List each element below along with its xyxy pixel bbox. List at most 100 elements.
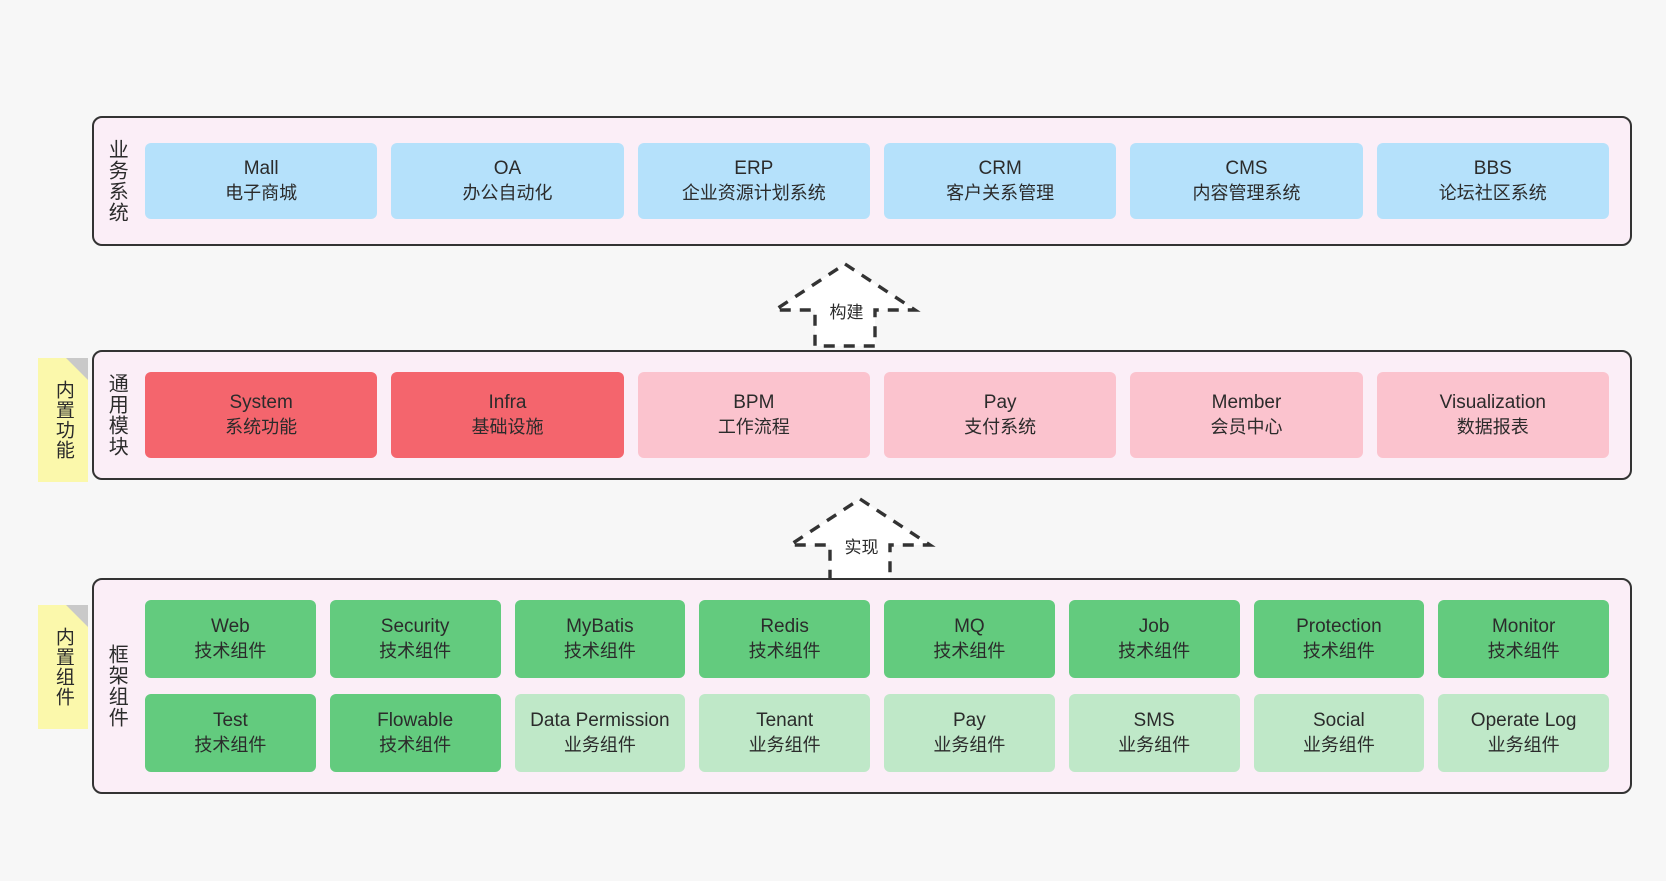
card-cms-name: CMS (1225, 158, 1268, 180)
card-mall-desc: 电子商城 (225, 182, 298, 203)
card-protection-name: Protection (1296, 616, 1382, 638)
card-social-name: Social (1313, 710, 1365, 732)
card-bbs-desc: 论坛社区系统 (1438, 182, 1547, 203)
card-sms-desc: 业务组件 (1118, 734, 1191, 755)
card-test-name: Test (212, 710, 248, 732)
card-mall[interactable]: Mall 电子商城 (145, 143, 378, 219)
card-system[interactable]: System 系统功能 (145, 372, 378, 458)
card-visualization-desc: 数据报表 (1456, 416, 1529, 437)
note-builtin-components: 内置组件 (38, 605, 88, 729)
card-crm[interactable]: CRM 客户关系管理 (883, 143, 1117, 219)
card-erp[interactable]: ERP 企业资源计划系统 (637, 143, 870, 219)
card-redis-desc: 技术组件 (748, 640, 821, 661)
card-visualization[interactable]: Visualization 数据报表 (1376, 372, 1609, 458)
card-mq[interactable]: MQ 技术组件 (884, 600, 1055, 678)
card-protection-desc: 技术组件 (1302, 640, 1375, 661)
card-security[interactable]: Security 技术组件 (329, 600, 501, 678)
card-redis[interactable]: Redis 技术组件 (699, 600, 870, 678)
layer-body-business-system: Mall 电子商城 OA 办公自动化 ERP 企业资源计划系统 CRM 客户关系… (138, 118, 1630, 244)
card-oa-desc: 办公自动化 (462, 182, 553, 203)
card-monitor[interactable]: Monitor 技术组件 (1438, 600, 1609, 678)
card-flowable-name: Flowable (377, 710, 454, 732)
card-job[interactable]: Job 技术组件 (1068, 600, 1240, 678)
card-security-desc: 技术组件 (379, 640, 452, 661)
card-job-name: Job (1138, 616, 1170, 638)
card-mybatis-desc: 技术组件 (563, 640, 636, 661)
card-data-permission[interactable]: Data Permission 业务组件 (514, 694, 686, 772)
layer-business-system: 业务系统 Mall 电子商城 OA 办公自动化 ERP 企业资源计划系统 CRM… (92, 116, 1632, 246)
card-monitor-name: Monitor (1491, 616, 1556, 638)
card-member-name: Member (1211, 392, 1282, 414)
card-infra[interactable]: Infra 基础设施 (391, 372, 624, 458)
card-social-desc: 业务组件 (1302, 734, 1375, 755)
arrow-implement-label: 实现 (844, 538, 879, 557)
arrow-build-label: 构建 (829, 303, 864, 322)
card-mq-name: MQ (954, 616, 985, 638)
card-operate-log-desc: 业务组件 (1487, 734, 1560, 755)
card-sms[interactable]: SMS 业务组件 (1068, 694, 1240, 772)
card-oa[interactable]: OA 办公自动化 (391, 143, 624, 219)
card-erp-name: ERP (734, 158, 774, 180)
card-bpm-name: BPM (733, 392, 775, 414)
card-infra-desc: 基础设施 (471, 416, 544, 437)
card-operate-log-name: Operate Log (1470, 710, 1577, 732)
layer-title-framework-component: 框架组件 (105, 644, 128, 728)
card-web[interactable]: Web 技术组件 (145, 600, 316, 678)
arrow-implement: 实现 (772, 496, 948, 583)
card-pay-component-name: Pay (953, 710, 986, 732)
card-monitor-desc: 技术组件 (1487, 640, 1560, 661)
framework-row-technical: Web 技术组件 Security 技术组件 MyBatis 技术组件 Redi… (138, 600, 1616, 678)
card-tenant-name: Tenant (756, 710, 814, 732)
card-visualization-name: Visualization (1439, 392, 1546, 414)
card-bpm[interactable]: BPM 工作流程 (637, 372, 870, 458)
layer-framework-component: 框架组件 Web 技术组件 Security 技术组件 MyBatis 技术组件… (92, 578, 1632, 794)
layer-title-common-module: 通用模块 (105, 373, 128, 457)
card-cms-desc: 内容管理系统 (1192, 182, 1301, 203)
card-redis-name: Redis (760, 616, 809, 638)
card-tenant-desc: 业务组件 (748, 734, 821, 755)
card-system-name: System (229, 392, 293, 414)
card-pay-module-name: Pay (983, 392, 1017, 414)
card-system-desc: 系统功能 (225, 416, 298, 437)
note-builtin-components-text: 内置组件 (52, 627, 74, 707)
card-pay-module-desc: 支付系统 (964, 416, 1037, 437)
card-data-permission-desc: 业务组件 (563, 734, 636, 755)
card-cms[interactable]: CMS 内容管理系统 (1130, 143, 1363, 219)
card-tenant[interactable]: Tenant 业务组件 (699, 694, 870, 772)
framework-row-business: Test 技术组件 Flowable 技术组件 Data Permission … (138, 694, 1616, 772)
arrow-build: 构建 (757, 261, 933, 348)
note-builtin-features-text: 内置功能 (52, 380, 74, 460)
card-web-name: Web (211, 616, 250, 638)
card-mq-desc: 技术组件 (933, 640, 1006, 661)
card-flowable-desc: 技术组件 (379, 734, 452, 755)
card-test-desc: 技术组件 (194, 734, 267, 755)
card-data-permission-name: Data Permission (530, 710, 670, 732)
card-erp-desc: 企业资源计划系统 (681, 182, 826, 203)
card-infra-name: Infra (488, 392, 527, 414)
card-oa-name: OA (493, 158, 522, 180)
card-web-desc: 技术组件 (194, 640, 267, 661)
layer-title-business-system: 业务系统 (105, 139, 128, 223)
card-security-name: Security (380, 616, 450, 638)
card-sms-name: SMS (1133, 710, 1175, 732)
card-bbs[interactable]: BBS 论坛社区系统 (1376, 143, 1609, 219)
card-mybatis[interactable]: MyBatis 技术组件 (514, 600, 686, 678)
note-fold-corner-icon (66, 605, 88, 627)
card-member[interactable]: Member 会员中心 (1130, 372, 1363, 458)
card-mybatis-name: MyBatis (566, 616, 634, 638)
card-social[interactable]: Social 业务组件 (1253, 694, 1425, 772)
layer-body-framework-component: Web 技术组件 Security 技术组件 MyBatis 技术组件 Redi… (138, 580, 1630, 792)
card-crm-name: CRM (978, 158, 1022, 180)
card-member-desc: 会员中心 (1210, 416, 1283, 437)
note-fold-corner-icon (66, 358, 88, 380)
card-protection[interactable]: Protection 技术组件 (1253, 600, 1425, 678)
card-mall-name: Mall (243, 158, 279, 180)
card-test[interactable]: Test 技术组件 (145, 694, 316, 772)
card-pay-component[interactable]: Pay 业务组件 (884, 694, 1055, 772)
card-operate-log[interactable]: Operate Log 业务组件 (1438, 694, 1609, 772)
card-flowable[interactable]: Flowable 技术组件 (329, 694, 501, 772)
layer-common-module: 通用模块 System 系统功能 Infra 基础设施 BPM 工作流程 Pay… (92, 350, 1632, 480)
card-pay-module[interactable]: Pay 支付系统 (883, 372, 1117, 458)
card-bpm-desc: 工作流程 (717, 416, 790, 437)
